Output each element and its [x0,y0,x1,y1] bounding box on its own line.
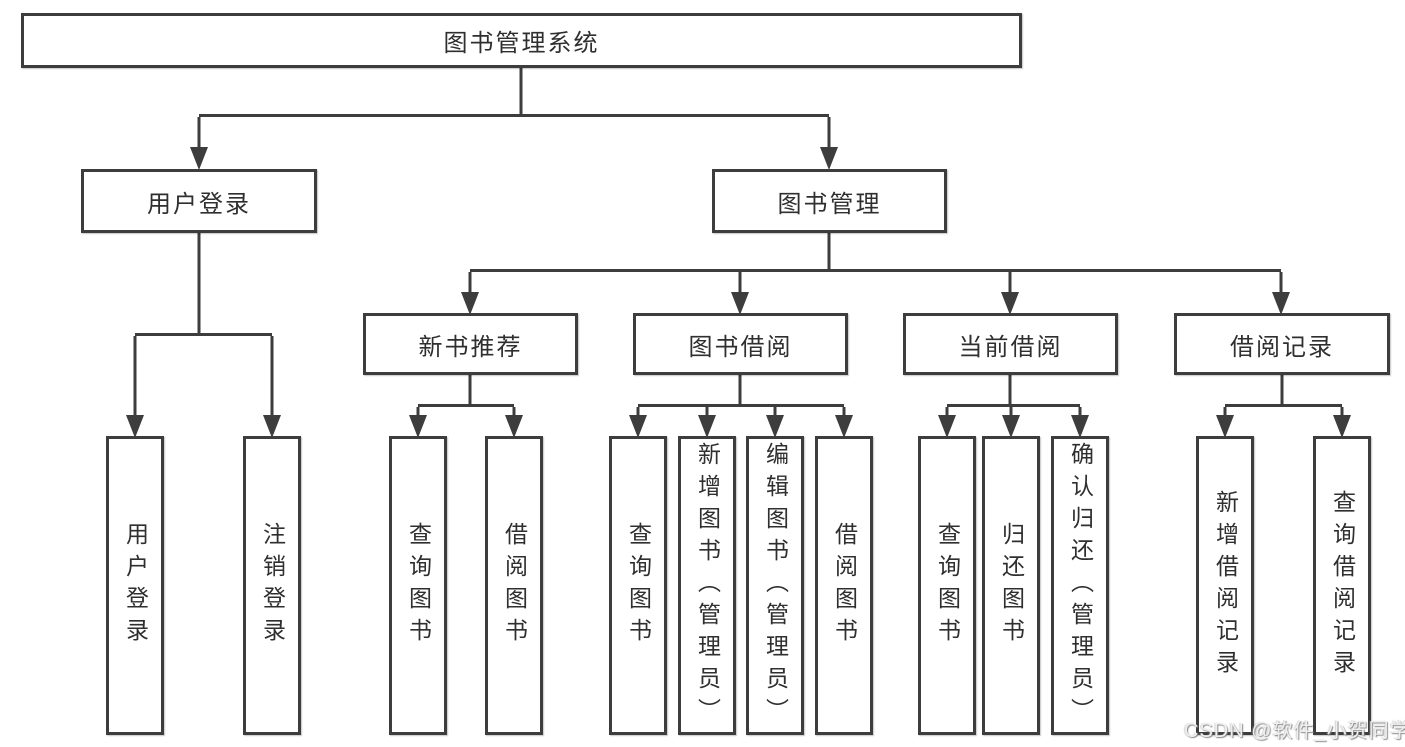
leaf-query-book-recommend: 查询图书 [389,436,447,735]
connector-root-to-level2 [197,68,831,151]
leaf-label: 注销登录 [259,521,286,650]
node-label: 新书推荐 [418,333,523,361]
leaf-label: 新增借阅记录 [1212,489,1239,682]
leaf-label: 新增图书（管理员） [694,441,721,730]
leaf-add-borrow-record: 新增借阅记录 [1196,436,1254,735]
leaf-query-borrow-record: 查询借阅记录 [1313,436,1371,735]
connector-bookmgmt-to-level3 [468,233,1283,296]
leaf-return-book: 归还图书 [982,436,1040,735]
arrowhead-root-to-level2 [190,147,838,170]
node-library-management-system: 图书管理系统 [21,13,1022,68]
leaf-label: 查询图书 [934,521,961,650]
node-label: 图书管理系统 [443,30,600,57]
node-book-borrow: 图书借阅 [633,313,848,375]
leaf-label: 确认归还（管理员） [1067,441,1094,730]
leaf-label: 查询图书 [625,521,652,650]
leaf-label: 编辑图书（管理员） [762,441,789,730]
arrowhead-bookmgmt-to-level3 [461,292,1290,315]
arrowhead-bookborrow-to-leaves [629,415,853,438]
node-label: 图书借阅 [688,333,793,361]
leaf-user-login: 用户登录 [106,436,164,735]
leaf-query-book-current: 查询图书 [918,436,976,735]
arrowhead-records-to-leaves [1216,415,1351,438]
leaf-label: 查询借阅记录 [1329,489,1356,682]
node-label: 当前借阅 [958,333,1063,361]
leaf-borrow-book: 借阅图书 [815,436,873,735]
leaf-confirm-return-admin: 确认归还（管理员） [1051,436,1109,735]
node-label: 用户登录 [147,190,251,218]
leaf-label: 用户登录 [122,521,149,650]
connector-bookborrow-to-leaves [636,375,846,418]
connector-currentborrow-to-leaves [945,375,1082,418]
node-label: 图书管理 [777,190,882,218]
node-current-borrow: 当前借阅 [903,313,1118,375]
leaf-borrow-book-recommend: 借阅图书 [485,436,543,735]
arrowhead-userlogin-to-leaves [126,415,281,438]
leaf-query-book-borrow: 查询图书 [609,436,667,735]
node-new-book-recommend: 新书推荐 [363,313,578,375]
node-borrow-records: 借阅记录 [1174,313,1390,375]
leaf-label: 借阅图书 [501,521,528,650]
arrowhead-currentborrow-to-leaves [938,415,1089,438]
connector-records-to-leaves [1223,375,1344,418]
leaf-label: 查询图书 [405,521,432,650]
leaf-logout-login: 注销登录 [243,436,301,735]
leaf-label: 借阅图书 [831,521,858,650]
leaf-label: 归还图书 [998,521,1025,650]
node-book-management: 图书管理 [712,169,947,233]
node-label: 借阅记录 [1230,333,1334,361]
leaf-edit-book-admin: 编辑图书（管理员） [746,436,804,735]
leaf-add-book-admin: 新增图书（管理员） [678,436,736,735]
arrowhead-recommend-to-leaves [409,415,523,438]
connector-recommend-to-leaves [416,375,516,418]
node-user-login: 用户登录 [81,169,317,233]
connector-userlogin-to-leaves [133,233,274,418]
csdn-watermark: CSDN @软件_小贺同学 [1184,720,1405,742]
